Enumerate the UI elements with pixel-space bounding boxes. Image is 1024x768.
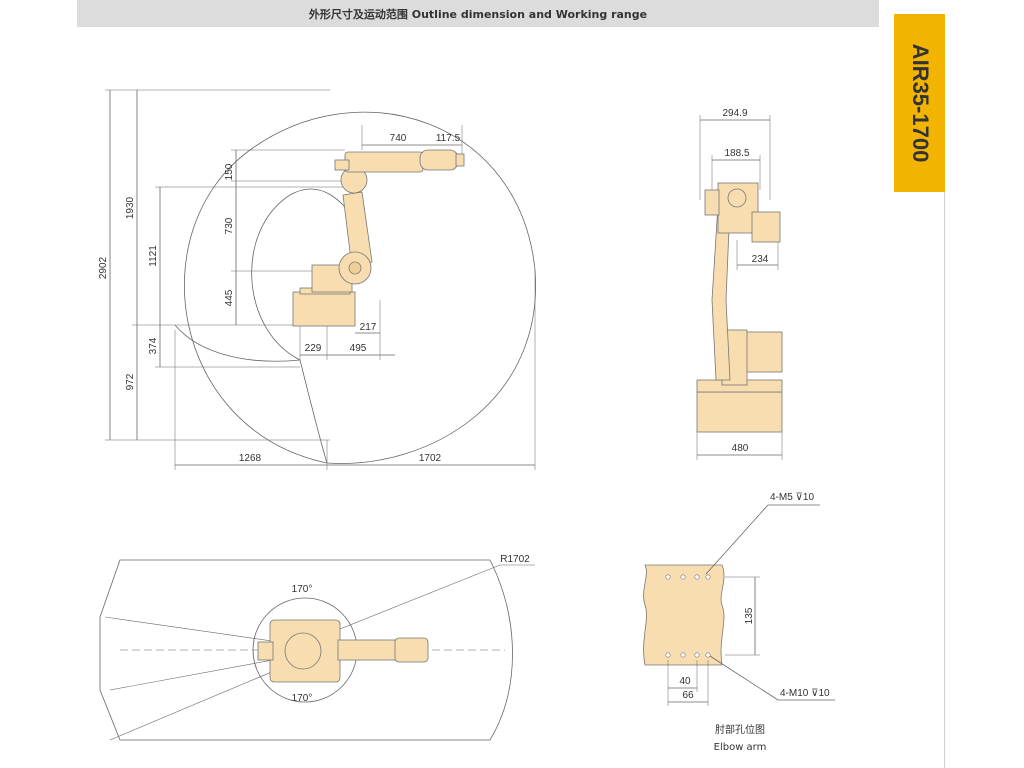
top-view-labels: R1702 170° 170° bbox=[292, 554, 531, 704]
elbow-view: 4-M5 ⊽10 4-M10 ⊽10 135 40 66 肘部孔位图 Elbow… bbox=[643, 492, 835, 753]
side-robot bbox=[292, 149, 465, 327]
robot-forearm bbox=[419, 149, 459, 171]
side-view bbox=[105, 89, 536, 470]
dim-angle-top: 170° bbox=[292, 584, 313, 595]
front-motor-high bbox=[751, 211, 781, 243]
dim-972: 972 bbox=[125, 373, 136, 390]
dim-730: 730 bbox=[224, 217, 235, 234]
dim-2902: 2902 bbox=[98, 256, 109, 279]
dim-217: 217 bbox=[360, 322, 377, 333]
top-view bbox=[99, 559, 535, 741]
dim-1121: 1121 bbox=[148, 245, 159, 267]
dim-117-5: 117.5 bbox=[436, 133, 461, 144]
dim-374: 374 bbox=[148, 337, 159, 354]
top-range-envelope bbox=[99, 559, 513, 741]
label-m10: 4-M10 ⊽10 bbox=[780, 688, 830, 699]
dim-188-5: 188.5 bbox=[724, 148, 749, 159]
dim-40: 40 bbox=[679, 676, 691, 687]
elbow-caption-cn: 肘部孔位图 bbox=[715, 723, 765, 736]
dim-1930: 1930 bbox=[125, 196, 136, 219]
top-robot bbox=[257, 619, 429, 683]
dim-740: 740 bbox=[390, 133, 407, 144]
m10-holes bbox=[665, 652, 711, 658]
side-view-labels: 2902 1930 1121 374 972 150 730 445 740 1… bbox=[98, 133, 461, 464]
dim-r1702: R1702 bbox=[500, 554, 530, 565]
inner-range-arc bbox=[251, 188, 361, 361]
robot-base bbox=[292, 291, 356, 327]
dim-294-9: 294.9 bbox=[722, 108, 747, 119]
label-m5: 4-M5 ⊽10 bbox=[770, 492, 814, 503]
elbow-plate bbox=[643, 564, 725, 666]
top-wrist bbox=[394, 637, 429, 663]
dim-480: 480 bbox=[732, 443, 749, 454]
dim-135: 135 bbox=[744, 607, 755, 624]
front-view-dims bbox=[696, 115, 783, 460]
dim-angle-bottom: 170° bbox=[292, 693, 313, 704]
model-tab: AIR35-1700 bbox=[894, 14, 945, 192]
header-title: 外形尺寸及运动范围 Outline dimension and Working … bbox=[308, 7, 648, 21]
dim-445: 445 bbox=[224, 289, 235, 306]
header-bar: 外形尺寸及运动范围 Outline dimension and Working … bbox=[77, 0, 879, 27]
front-view-labels: 294.9 188.5 234 480 bbox=[722, 108, 768, 454]
side-divider bbox=[944, 192, 945, 768]
top-arm bbox=[337, 639, 399, 661]
dim-495: 495 bbox=[350, 343, 367, 354]
robot-upper-arm bbox=[344, 151, 424, 173]
dim-229: 229 bbox=[305, 343, 322, 354]
dim-66: 66 bbox=[682, 690, 694, 701]
working-range-envelope bbox=[184, 111, 536, 464]
dim-1268: 1268 bbox=[239, 453, 262, 464]
lower-range-arc bbox=[299, 359, 328, 464]
front-base bbox=[696, 391, 783, 433]
m5-holes bbox=[665, 574, 711, 580]
dim-150: 150 bbox=[224, 163, 235, 180]
elbow-caption-en: Elbow arm bbox=[714, 742, 767, 753]
dim-234: 234 bbox=[752, 254, 769, 265]
dim-1702: 1702 bbox=[419, 453, 442, 464]
front-robot bbox=[696, 182, 783, 433]
